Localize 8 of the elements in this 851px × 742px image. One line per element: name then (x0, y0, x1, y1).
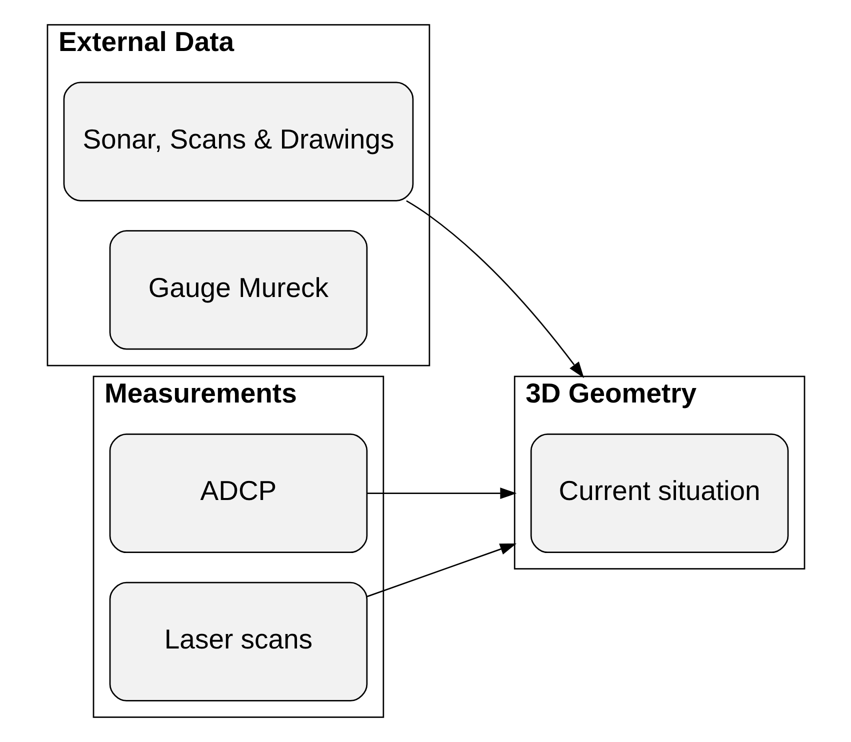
node-box: Gauge Mureck (108, 230, 368, 350)
node-box: ADCP (108, 434, 368, 554)
node-box: Sonar, Scans & Drawings (62, 82, 414, 202)
arrow (366, 488, 516, 500)
arrow (406, 200, 584, 378)
node-box: Laser scans (108, 582, 368, 702)
node-box: Current situation (530, 434, 788, 554)
arrow (366, 544, 516, 598)
